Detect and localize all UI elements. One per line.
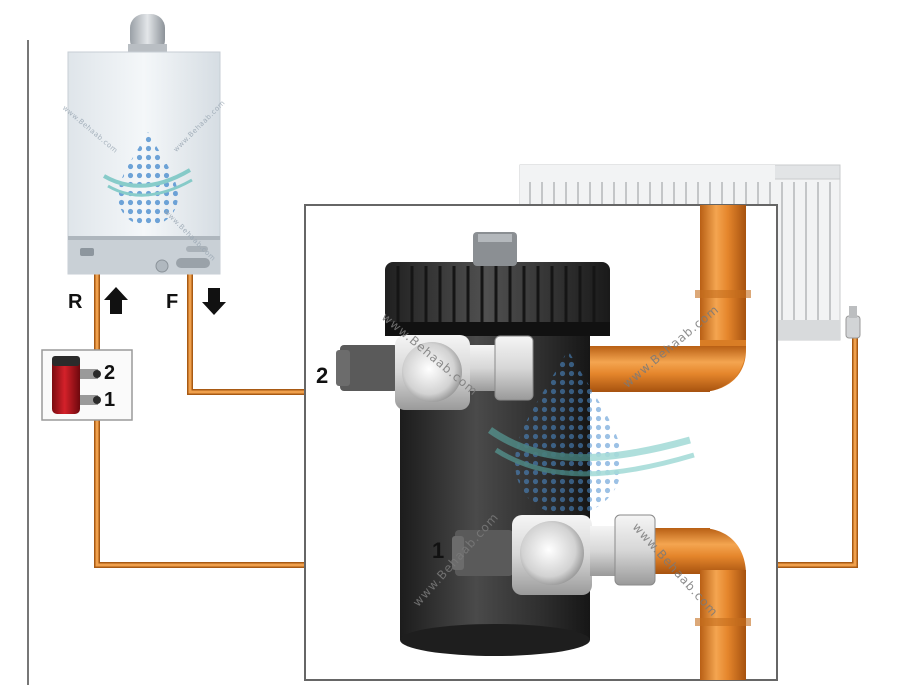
small-port-2-label: 2 [104, 362, 116, 384]
lower-valve [452, 514, 656, 595]
main-port-1-label: 1 [432, 538, 445, 563]
upper-valve [336, 335, 534, 410]
small-port-1-label: 1 [104, 389, 116, 411]
small-filter-diagram [41, 349, 133, 421]
radiator-fins-overlay [520, 165, 775, 204]
watermark-drop-icon [487, 350, 695, 515]
water-drop-logo-icon [102, 132, 193, 226]
flow-label: F [166, 291, 179, 313]
return-up-arrow-icon [104, 287, 128, 314]
return-label: R [68, 291, 83, 313]
main-port-2-label: 2 [316, 363, 329, 388]
flow-down-arrow-icon [202, 288, 226, 315]
